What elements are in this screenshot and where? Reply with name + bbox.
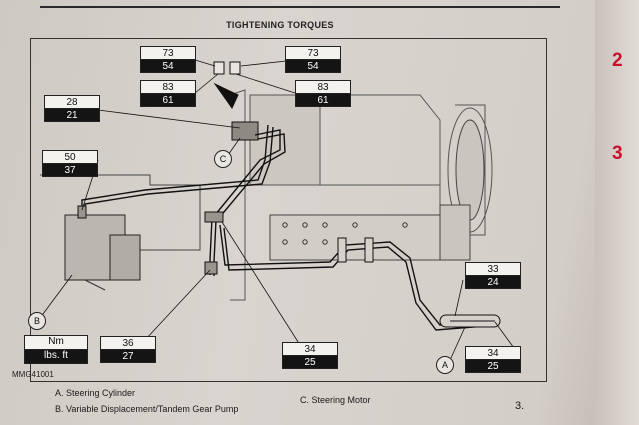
torque-label: 34 25 bbox=[282, 342, 338, 369]
figure-id: MMG41001 bbox=[12, 370, 54, 379]
legend-nm: Nm bbox=[25, 336, 87, 350]
torque-lbs-ft: 21 bbox=[45, 109, 99, 121]
caption-c: C. Steering Motor bbox=[300, 395, 371, 405]
torque-nm: 83 bbox=[141, 81, 195, 94]
torque-label: 73 54 bbox=[285, 46, 341, 73]
torque-nm: 73 bbox=[141, 47, 195, 60]
diagram-frame bbox=[30, 38, 547, 382]
units-legend: Nm lbs. ft bbox=[24, 335, 88, 364]
page-number: 3. bbox=[515, 400, 525, 412]
torque-nm: 50 bbox=[43, 151, 97, 164]
torque-label: 28 21 bbox=[44, 95, 100, 122]
tab-2[interactable]: 2 bbox=[612, 50, 623, 71]
section-header-rule bbox=[40, 0, 560, 8]
torque-lbs-ft: 54 bbox=[141, 60, 195, 72]
torque-label: 50 37 bbox=[42, 150, 98, 177]
torque-lbs-ft: 54 bbox=[286, 60, 340, 72]
torque-lbs-ft: 27 bbox=[101, 350, 155, 362]
torque-nm: 33 bbox=[466, 263, 520, 276]
torque-label: 36 27 bbox=[100, 336, 156, 363]
torque-nm: 36 bbox=[101, 337, 155, 350]
torque-nm: 34 bbox=[283, 343, 337, 356]
torque-label: 73 54 bbox=[140, 46, 196, 73]
engine-side-plate bbox=[269, 214, 441, 261]
callout-a: A bbox=[436, 356, 454, 374]
legend-lbs-ft: lbs. ft bbox=[25, 350, 87, 363]
tab-3[interactable]: 3 bbox=[612, 143, 623, 164]
torque-label: 33 24 bbox=[465, 262, 521, 289]
section-tabs: 2 3 bbox=[595, 0, 639, 425]
torque-lbs-ft: 24 bbox=[466, 276, 520, 288]
caption-b: B. Variable Displacement/Tandem Gear Pum… bbox=[55, 404, 239, 414]
torque-label: 83 61 bbox=[140, 80, 196, 107]
caption-a: A. Steering Cylinder bbox=[55, 388, 136, 398]
torque-nm: 34 bbox=[466, 347, 520, 360]
torque-lbs-ft: 37 bbox=[43, 164, 97, 176]
torque-lbs-ft: 25 bbox=[466, 360, 520, 372]
torque-label: 83 61 bbox=[295, 80, 351, 107]
callout-b: B bbox=[28, 312, 46, 330]
torque-nm: 28 bbox=[45, 96, 99, 109]
diagram-title: TIGHTENING TORQUES bbox=[226, 20, 334, 30]
hydraulic-diagram bbox=[39, 59, 515, 359]
torque-lbs-ft: 61 bbox=[141, 94, 195, 106]
torque-nm: 73 bbox=[286, 47, 340, 60]
torque-lbs-ft: 25 bbox=[283, 356, 337, 368]
torque-label: 34 25 bbox=[465, 346, 521, 373]
torque-lbs-ft: 61 bbox=[296, 94, 350, 106]
torque-nm: 83 bbox=[296, 81, 350, 94]
callout-c: C bbox=[214, 150, 232, 168]
